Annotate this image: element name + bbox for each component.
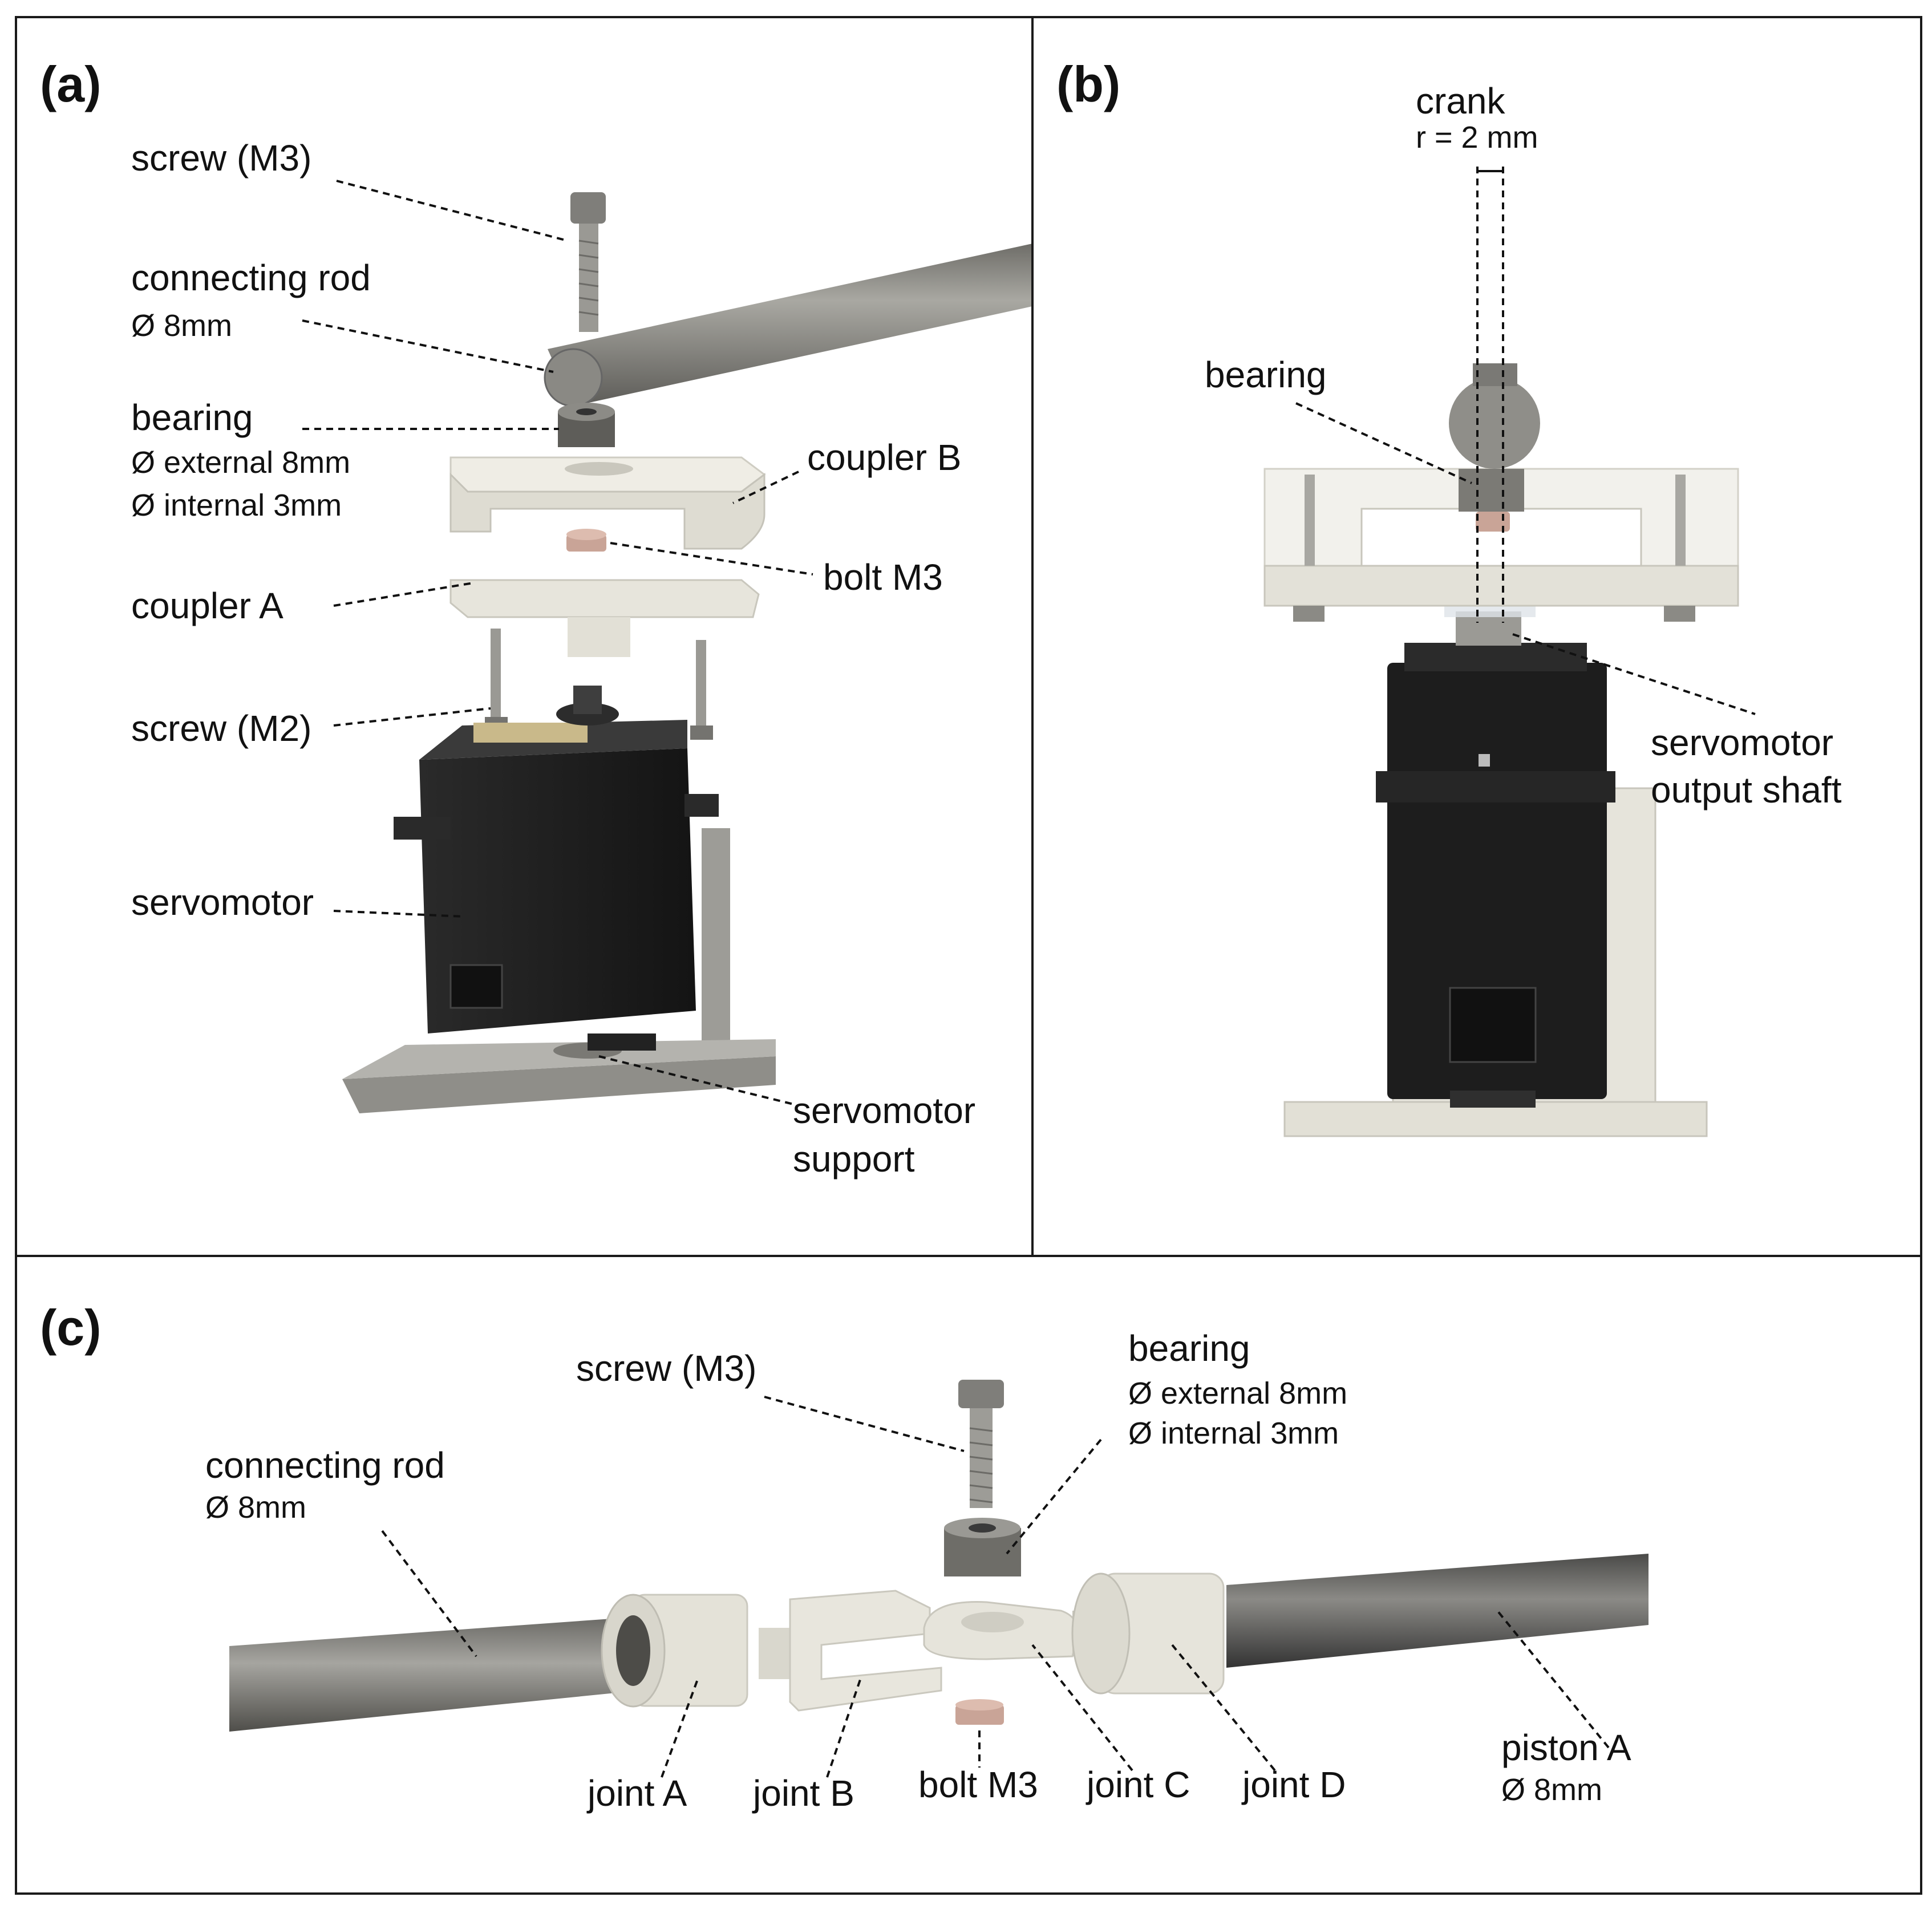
joint-d [1071,1572,1225,1695]
label-coupler-a: coupler A [131,585,283,626]
label-connecting-rod-dim: Ø 8mm [131,309,233,343]
label-connecting-rod: connecting rod [131,257,371,298]
bolt-m3 [955,1699,1004,1725]
panel-b-tag: (b) [1056,56,1121,112]
connecting-rod [229,1618,627,1732]
screw-m3 [570,192,606,332]
panel-b: (b) crank r = 2 mm bearing servomotor ou… [1031,16,1922,1258]
label-bearing-internal: Ø internal 3mm [131,488,342,522]
label-connecting-rod-dim: Ø 8mm [205,1490,307,1525]
label-bolt-m3: bolt M3 [823,557,943,598]
panel-c-tag: (c) [40,1299,102,1356]
bearing [944,1518,1021,1576]
joint-b [759,1590,942,1712]
servomotor-output-shaft [1444,600,1536,646]
panel-a: (a) screw (M3) connecting rod Ø 8mm bear… [15,16,1035,1258]
label-bearing-internal: Ø internal 3mm [1128,1416,1339,1450]
coupler-b [449,456,766,550]
screw-m3 [958,1380,1004,1508]
label-crank-radius: r = 2 mm [1416,120,1538,155]
bolt-m3 [566,529,606,552]
coupler-a [449,579,760,657]
label-bearing: bearing [131,397,253,438]
servomotor-support [342,828,776,1113]
panel-a-tag: (a) [40,56,102,112]
label-servomotor-support-line2: support [793,1138,915,1180]
label-bearing-external: Ø external 8mm [1128,1376,1348,1411]
panel-b-illustration [1263,167,1756,1137]
label-screw-m2: screw (M2) [131,708,312,749]
label-piston-a-dim: Ø 8mm [1501,1773,1603,1807]
label-joint-d: joint D [1242,1764,1346,1805]
label-bolt-m3: bolt M3 [918,1764,1038,1805]
connecting-rod [1449,363,1540,469]
piston-a [1226,1554,1649,1668]
joint-c [923,1601,1095,1660]
connecting-rod [544,244,1032,407]
label-output-shaft-line1: servomotor [1651,722,1834,763]
label-bearing: bearing [1128,1328,1250,1369]
label-crank: crank [1416,80,1505,121]
label-servomotor-support-line1: servomotor [793,1090,976,1131]
servomotor [394,686,719,1051]
label-screw-m3: screw (M3) [576,1348,757,1389]
bearing [1459,469,1524,532]
label-bearing: bearing [1205,354,1327,395]
label-joint-b: joint B [753,1773,854,1814]
label-connecting-rod: connecting rod [205,1445,445,1486]
label-bearing-external: Ø external 8mm [131,445,351,480]
panel-a-illustration [302,180,1032,1113]
joint-a [601,1594,748,1708]
panel-c-illustration [229,1380,1649,1778]
label-screw-m3: screw (M3) [131,137,312,179]
label-piston-a: piston A [1501,1727,1631,1768]
label-output-shaft-line2: output shaft [1651,769,1842,810]
label-servomotor: servomotor [131,882,314,923]
bearing [558,403,615,447]
label-joint-a: joint A [588,1773,687,1814]
panel-c: (c) screw (M3) bearing Ø external 8mm Ø … [15,1255,1922,1895]
servomotor [1376,643,1615,1108]
label-coupler-b: coupler B [807,437,962,478]
label-joint-c: joint C [1087,1764,1190,1805]
